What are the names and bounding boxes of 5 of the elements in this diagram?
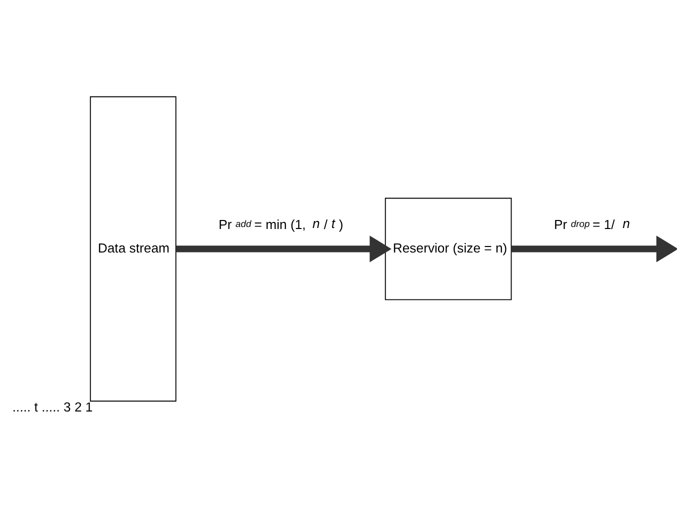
node-box: Reservior (size = n) — [384, 197, 512, 300]
node-box: Data stream — [90, 96, 176, 402]
arrow — [176, 235, 392, 262]
node-label: ..... t ..... 3 2 1 — [12, 399, 93, 414]
arrow — [511, 235, 677, 262]
